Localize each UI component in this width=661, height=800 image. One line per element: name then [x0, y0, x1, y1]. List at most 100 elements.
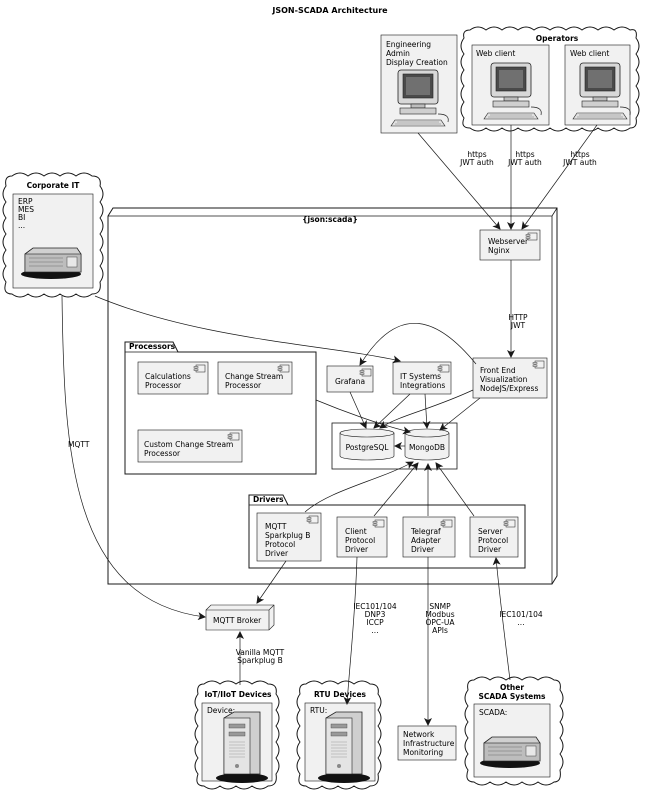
diagram-title: JSON-SCADA Architecture: [271, 6, 388, 15]
edge-eng-to-webserver: [417, 132, 501, 230]
edge-itsys-to-mongo: [422, 393, 431, 429]
edge-corpit-to-itsystems: [94, 295, 401, 364]
edge-clientdriver-to-mongo: [373, 462, 419, 517]
corporate-it-group: Corporate IT ERP MES BI ...: [2, 172, 104, 298]
mqtt-broker-node: MQTT Broker: [205, 604, 275, 631]
edge-labels: https JWT auth https JWT auth https JWT …: [68, 150, 597, 665]
custom-change-stream-node: Custom Change Stream Processor: [137, 429, 243, 463]
web-client-1-node: Web client: [471, 44, 550, 126]
edge-label-vanilla-a: Vanilla MQTT: [236, 648, 285, 657]
telegraf-driver-node: Telegraf Adapter Driver: [402, 516, 456, 558]
server-driver-line-3: Driver: [478, 545, 502, 554]
edge-serverdriver-to-mongo: [435, 462, 475, 517]
rtu-label: RTU:: [310, 706, 327, 715]
edge-frontend-to-grafana: [359, 323, 477, 366]
mqtt-broker-label: MQTT Broker: [213, 616, 262, 625]
edge-label-snmp-d: APIs: [432, 626, 448, 635]
web-client-2-label: Web client: [570, 49, 609, 58]
mqtt-driver-node: MQTT Sparkplug B Protocol Driver: [256, 512, 322, 562]
grafana-node: Grafana: [326, 365, 374, 393]
calc-processor-line-1: Calculations: [145, 372, 191, 381]
server-driver-line-1: Server: [478, 527, 504, 536]
edge-label-iec-client-c: ICCP: [366, 618, 384, 627]
webserver-line-1: Webserver: [488, 237, 529, 246]
edge-label-iec-server-b: ...: [517, 618, 524, 627]
edge-label-https-3-b: JWT auth: [562, 158, 597, 167]
client-driver-node: Client Protocol Driver: [336, 516, 388, 558]
iot-devices-label: IoT/IIoT Devices: [204, 690, 272, 699]
network-line-2: Infrastructure: [403, 739, 455, 748]
edge-grafana-to-postgres: [349, 391, 367, 429]
edge-mqttdriver-to-broker: [256, 560, 287, 604]
edge-frontend-to-postgres: [379, 389, 474, 429]
mongodb-node: MongoDB: [404, 428, 450, 461]
edge-label-snmp-a: SNMP: [429, 602, 451, 611]
change-stream-node: Change Stream Processor: [217, 361, 293, 395]
corporate-it-label: Corporate IT: [27, 181, 81, 190]
edges: [61, 124, 598, 726]
processors-label: Processors: [129, 342, 176, 351]
operators-label: Operators: [536, 34, 579, 43]
mqtt-driver-line-1: MQTT: [265, 522, 287, 531]
network-node: Network Infrastructure Monitoring: [397, 725, 457, 761]
edge-label-vanilla-b: Sparkplug B: [237, 656, 282, 665]
edge-label-iec-client-b: DNP3: [365, 610, 386, 619]
edge-client2-to-webserver: [521, 124, 598, 230]
network-line-3: Monitoring: [403, 748, 443, 757]
corp-it-line-3: BI: [18, 213, 25, 222]
json-scada-label: {json:scada}: [302, 215, 358, 224]
corp-it-line-2: MES: [18, 205, 34, 214]
edge-mqttdriver-to-mongo: [304, 461, 414, 513]
mongodb-label: MongoDB: [409, 443, 445, 452]
grafana-label: Grafana: [335, 377, 365, 386]
client-driver-line-3: Driver: [345, 545, 369, 554]
custom-change-stream-line-1: Custom Change Stream: [144, 440, 233, 449]
network-line-1: Network: [403, 730, 435, 739]
web-client-2-node: Web client: [564, 44, 631, 126]
edge-label-mqtt: MQTT: [68, 440, 90, 449]
other-scada-label-1: Other: [500, 683, 524, 692]
rtu-devices-label: RTU Devices: [314, 690, 367, 699]
front-end-line-2: Visualization: [480, 375, 528, 384]
postgresql-node: PostgreSQL: [339, 428, 395, 461]
edge-processors-to-mongo: [315, 399, 411, 435]
iot-devices-group: IoT/IIoT Devices Device:: [194, 680, 280, 790]
webserver-line-2: Nginx: [488, 246, 510, 255]
change-stream-line-1: Change Stream: [225, 372, 283, 381]
telegraf-driver-line-1: Telegraf: [410, 527, 441, 536]
other-scada-group: Other SCADA Systems SCADA:: [464, 676, 564, 786]
scada-label: SCADA:: [479, 708, 507, 717]
postgresql-label: PostgreSQL: [346, 443, 390, 452]
edge-frontend-to-mongo: [439, 397, 481, 431]
custom-change-stream-line-2: Processor: [144, 449, 181, 458]
eng-admin-node: Engineering Admin Display Creation: [380, 34, 458, 134]
other-scada-label-2: SCADA Systems: [478, 692, 546, 701]
client-driver-line-1: Client: [345, 527, 367, 536]
server-icon: [20, 247, 82, 280]
mqtt-driver-line-4: Driver: [265, 549, 289, 558]
client-driver-line-2: Protocol: [345, 536, 375, 545]
edge-label-iec-client-a: IEC101/104: [353, 602, 397, 611]
server-icon: [479, 736, 541, 769]
edge-label-http-a: HTTP: [508, 313, 528, 322]
tower-server-icon: [317, 711, 371, 784]
edge-label-iec-server-a: IEC101/104: [499, 610, 543, 619]
web-client-1-label: Web client: [476, 49, 515, 58]
calc-processor-line-2: Processor: [145, 381, 182, 390]
drivers-label: Drivers: [253, 495, 284, 504]
telegraf-driver-line-2: Adapter: [411, 536, 442, 545]
corp-it-line-4: ...: [18, 221, 25, 230]
edge-label-snmp-c: OPC-UA: [426, 618, 456, 627]
corp-it-line-1: ERP: [18, 197, 33, 206]
edge-label-https-3-a: https: [570, 150, 589, 159]
server-driver-node: Server Protocol Driver: [469, 516, 519, 558]
edge-scada-to-serverdriver: [492, 557, 511, 681]
change-stream-line-2: Processor: [225, 381, 262, 390]
edge-clientdriver-to-rtu: [343, 556, 358, 705]
front-end-line-1: Front End: [480, 366, 516, 375]
rtu-devices-group: RTU Devices RTU:: [296, 680, 382, 790]
it-systems-node: IT Systems Integrations: [392, 361, 452, 395]
edge-label-http-b: JWT: [510, 321, 526, 330]
eng-admin-line-2: Admin: [386, 49, 410, 58]
